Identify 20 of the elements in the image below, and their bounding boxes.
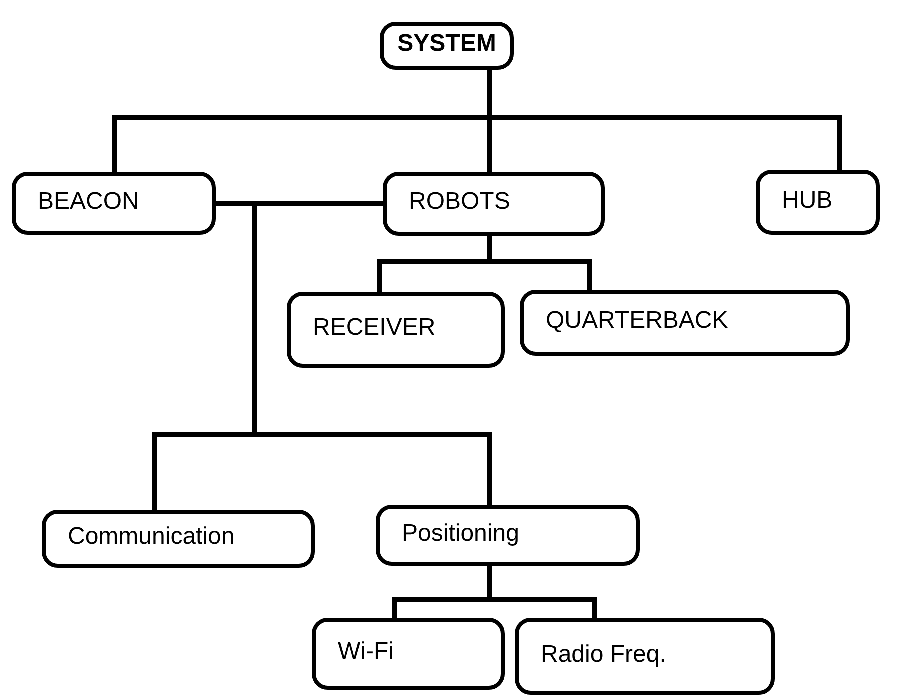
rounded-box [515, 618, 775, 695]
node-label: BEACON [38, 188, 140, 216]
node-label: HUB [782, 186, 833, 214]
rounded-box [312, 618, 505, 690]
rounded-box [42, 510, 315, 568]
rounded-box [287, 292, 505, 368]
rounded-box [520, 290, 850, 356]
rounded-box [383, 172, 605, 236]
node-label: SYSTEM [398, 30, 496, 58]
node-label: Communication [68, 523, 235, 551]
node-label: QUARTERBACK [546, 307, 728, 335]
node-label: ROBOTS [409, 188, 510, 216]
node-label: Radio Freq. [541, 640, 666, 668]
node-label: RECEIVER [313, 314, 436, 342]
rounded-box [12, 172, 216, 235]
node-label: Positioning [402, 520, 520, 548]
rounded-box [756, 170, 880, 235]
rounded-box [376, 505, 640, 566]
node-label: Wi-Fi [338, 638, 394, 666]
rounded-box [380, 22, 514, 70]
